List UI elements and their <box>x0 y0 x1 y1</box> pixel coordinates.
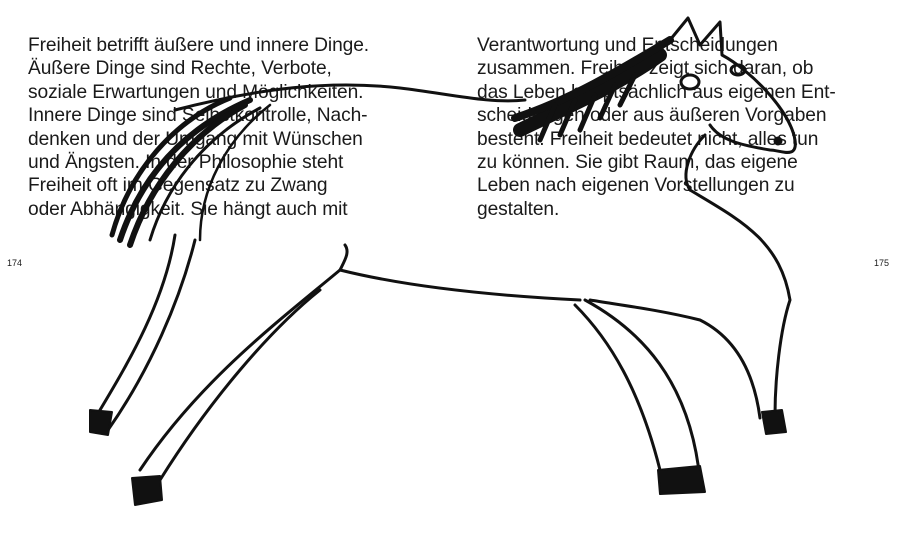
text-line: Innere Dinge sind Selbstkontrolle, Nach- <box>28 105 368 127</box>
text-line: Freiheit betrifft äußere und innere Ding… <box>28 35 370 56</box>
text-line: gestalten. <box>477 198 560 220</box>
text-line: soziale Erwartungen und Möglichkeiten. <box>28 81 364 103</box>
text-line: zu können. Sie gibt Raum, das eigene <box>477 152 798 174</box>
text-line: besteht. Freiheit bedeutet nicht, alles … <box>477 128 819 150</box>
text-line: und Ängsten. In der Philosophie steht <box>28 152 344 174</box>
text-line: Leben nach eigenen Vorstellungen zu <box>477 175 795 197</box>
text-line: denken und der Umgang mit Wünschen <box>28 128 363 150</box>
text-line: Äußere Dinge sind Rechte, Verbote, <box>28 58 332 80</box>
text-line: scheidungen oder aus äußeren Vorgaben <box>477 105 827 127</box>
page-number-left: 174 <box>7 258 23 268</box>
text-line: zusammen. Freiheit zeigt sich daran, ob <box>477 58 814 80</box>
left-page-text: Freiheit betrifft äußere und innere Ding… <box>28 34 369 221</box>
text-line: Verantwortung und Entscheidungen <box>477 35 778 56</box>
text-line: oder Abhängigkeit. Sie hängt auch mit <box>28 198 348 220</box>
text-line: Freiheit oft im Gegensatz zu Zwang <box>28 175 328 197</box>
right-page-text: Verantwortung und Entscheidungen zusamme… <box>477 34 836 221</box>
text-line: das Leben hauptsächlich aus eigenen Ent- <box>477 81 836 103</box>
page-number-right: 175 <box>874 258 890 268</box>
